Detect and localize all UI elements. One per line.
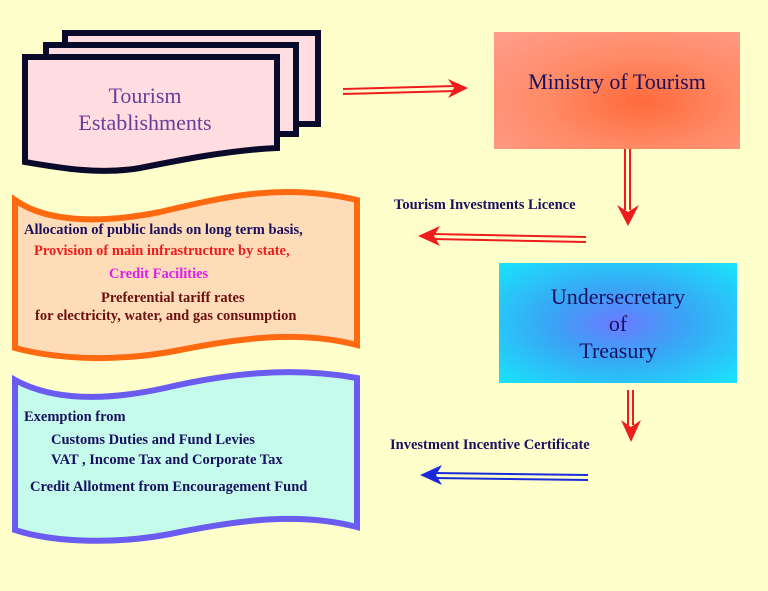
benefit-utilities: for electricity, water, and gas consumpt… [35,308,297,324]
treasury-line2: of [608,310,628,336]
exemption-customs: Customs Duties and Fund Levies [51,432,255,448]
exemption-heading: Exemption from [24,409,126,425]
undersecretary-treasury-node: Undersecretary of Treasury [499,263,737,383]
tourism-establishments-line1: Tourism [108,83,182,108]
tourism-establishments-line2: Establishments [78,110,212,135]
benefit-credit-facilities: Credit Facilities [109,266,209,282]
exemption-taxes: VAT , Income Tax and Corporate Tax [51,452,283,468]
arrow-ministry-down [617,149,639,226]
arrow-certificate-left [420,465,589,485]
treasury-line1: Undersecretary [550,283,686,309]
certificate-benefits-banner [12,369,360,544]
credit-allotment: Credit Allotment from Encouragement Fund [30,479,308,495]
benefit-tariff-rates: Preferential tariff rates [101,290,245,306]
licence-benefits-banner [12,189,360,362]
benefit-public-lands: Allocation of public lands on long term … [24,222,303,238]
licence-edge-label: Tourism Investments Licence [394,197,576,213]
treasury-line3: Treasury [579,337,657,363]
arrow-to-ministry [342,79,468,98]
arrow-treasury-down [621,390,641,442]
certificate-edge-label: Investment Incentive Certificate [390,437,590,453]
tourism-establishments-node: Tourism Establishments [60,82,230,136]
arrow-licence-left [418,226,587,246]
ministry-label: Ministry of Tourism [528,68,706,94]
benefit-infrastructure: Provision of main infrastructure by stat… [34,243,290,259]
document-shape-front [22,54,280,174]
ministry-of-tourism-node: Ministry of Tourism [494,32,740,149]
